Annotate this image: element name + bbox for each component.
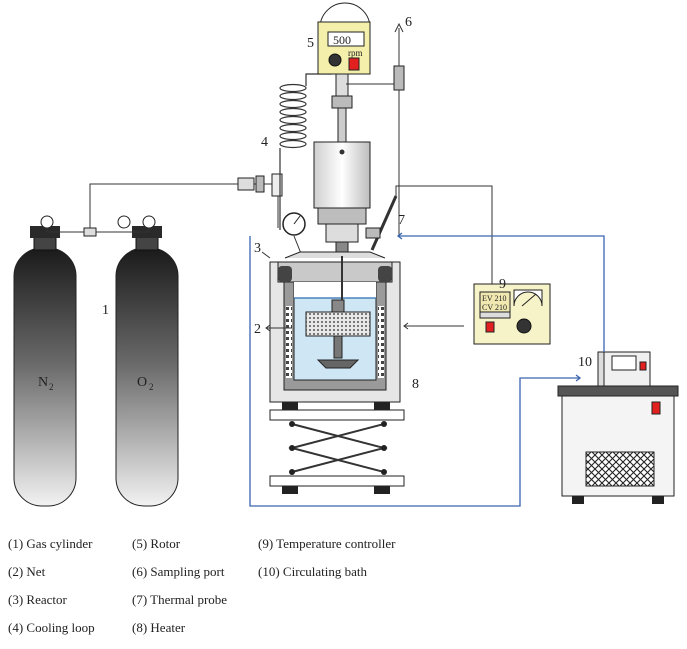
rotor-power-switch[interactable] xyxy=(348,57,360,71)
label-9: 9 xyxy=(499,277,506,292)
rotor-knob[interactable] xyxy=(328,53,342,67)
gas-a-subscript: 2 xyxy=(49,382,54,392)
gas-a-label: N xyxy=(38,375,48,390)
motor-housing xyxy=(313,141,371,257)
water-circulation-line xyxy=(249,232,605,507)
legend-item: (7) Thermal probe xyxy=(132,592,228,607)
temperature-controller xyxy=(473,283,551,345)
rotor-speed: 500 xyxy=(333,33,351,47)
legend-item: (5) Rotor xyxy=(132,536,181,551)
label-6: 6 xyxy=(405,15,412,30)
lab-jack xyxy=(269,402,405,494)
bath-panel-switch[interactable] xyxy=(639,361,647,371)
label-8: 8 xyxy=(412,377,419,392)
circulating-bath xyxy=(557,351,679,504)
label-1: 1 xyxy=(102,303,109,318)
label-7: 7 xyxy=(398,213,405,228)
gas-line xyxy=(46,183,279,233)
sampling-port xyxy=(346,22,405,236)
legend: (1) Gas cylinder (2) Net (3) Reactor (4)… xyxy=(0,536,687,646)
controller-readout-1: EV 210 xyxy=(482,294,507,303)
label-10: 10 xyxy=(578,355,592,370)
legend-item: (2) Net xyxy=(8,564,46,579)
legend-item: (3) Reactor xyxy=(8,592,67,607)
label-3: 3 xyxy=(254,241,261,256)
gas-valve xyxy=(83,227,97,237)
gas-cylinder-o2 xyxy=(115,215,179,507)
pointer-arrows xyxy=(261,251,464,332)
rotor-shaft xyxy=(331,73,353,143)
reactor-setup-diagram: N 2 O 2 500 rpm xyxy=(13,2,679,507)
thermal-probe xyxy=(365,185,493,284)
label-4: 4 xyxy=(261,135,268,150)
gas-cylinder-n2 xyxy=(13,215,77,507)
label-2: 2 xyxy=(254,322,261,337)
label-5: 5 xyxy=(307,36,314,51)
legend-item: (10) Circulating bath xyxy=(258,564,368,579)
legend-item: (1) Gas cylinder xyxy=(8,536,93,551)
rotor-box xyxy=(317,21,371,75)
bath-power-switch[interactable] xyxy=(651,401,661,415)
regulator-valve xyxy=(237,173,283,197)
net-basket xyxy=(305,299,371,369)
legend-item: (6) Sampling port xyxy=(132,564,225,579)
controller-power-switch[interactable] xyxy=(485,321,495,333)
gas-b-subscript: 2 xyxy=(149,382,154,392)
legend-item: (9) Temperature controller xyxy=(258,536,396,551)
controller-readout-2: CV 210 xyxy=(482,303,507,312)
cooling-loop xyxy=(279,73,332,230)
gas-b-label: O xyxy=(137,375,147,390)
heater-coils xyxy=(278,266,392,378)
rotor-display xyxy=(327,31,365,47)
legend-item: (4) Cooling loop xyxy=(8,620,95,635)
pressure-gauge xyxy=(282,212,306,257)
legend-item: (8) Heater xyxy=(132,620,186,635)
rotor-unit: rpm xyxy=(348,48,363,58)
